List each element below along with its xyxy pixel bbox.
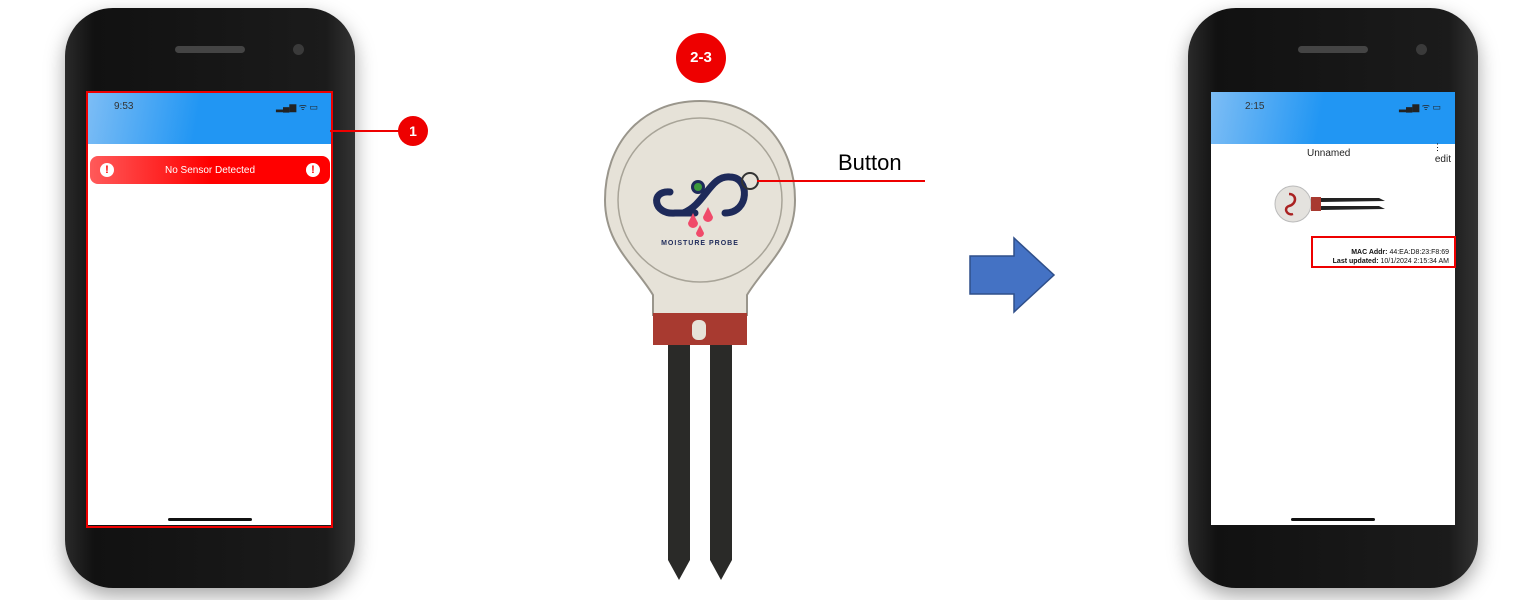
right-phone-screen: 2:15 ▂▄▆ ᯤ ▭ Unnamed ⋮ edit MAC Addr: 44… [1211, 92, 1455, 525]
updated-value: 10/1/2024 2:15:34 AM [1380, 258, 1450, 265]
home-indicator [168, 518, 252, 521]
button-label: Button [838, 150, 902, 175]
probe-logo-text: MOISTURE PROBE [661, 240, 739, 247]
no-sensor-alert: ! No Sensor Detected ! [90, 156, 330, 184]
right-arrow-icon [969, 236, 1056, 314]
status-icons: ▂▄▆ ᯤ ▭ [276, 102, 318, 112]
sensor-image [1274, 185, 1385, 223]
left-phone-screen: 9:53 ▂▄▆ ᯤ ▭ ! No Sensor Detected ! [88, 92, 332, 525]
speaker [175, 46, 245, 53]
status-bar: 9:53 ▂▄▆ ᯤ ▭ [88, 92, 332, 144]
status-bar: 2:15 ▂▄▆ ᯤ ▭ [1211, 92, 1455, 144]
device-name: Unnamed [1307, 148, 1351, 159]
left-phone: 9:53 ▂▄▆ ᯤ ▭ ! No Sensor Detected ! [65, 8, 355, 588]
right-phone: 2:15 ▂▄▆ ᯤ ▭ Unnamed ⋮ edit MAC Addr: 44… [1188, 8, 1478, 588]
speaker [1298, 46, 1368, 53]
callout-line [330, 130, 402, 132]
callout-badge-1: 1 [398, 116, 428, 146]
moisture-probe [603, 99, 797, 580]
edit-button[interactable]: edit [1434, 154, 1451, 165]
status-time: 9:53 [114, 101, 134, 112]
home-indicator [1291, 518, 1375, 521]
highlight-box-screen [86, 91, 333, 528]
camera [1416, 44, 1427, 55]
updated-label: Last updated: [1332, 258, 1379, 265]
alert-icon: ! [306, 163, 320, 177]
device-info: MAC Addr: 44:EA:D8:23:F8:69 Last updated… [1333, 248, 1449, 266]
alert-icon: ! [100, 163, 114, 177]
mac-value: 44:EA:D8:23:F8:69 [1389, 249, 1449, 256]
alert-text: No Sensor Detected [164, 164, 256, 176]
status-icons: ▂▄▆ ᯤ ▭ [1399, 102, 1441, 112]
camera [293, 44, 304, 55]
mac-label: MAC Addr: [1351, 249, 1388, 256]
menu-icon[interactable]: ⋮ [1433, 142, 1442, 152]
step-badge: 2-3 [676, 33, 726, 83]
highlight-box-device-info [1311, 236, 1456, 268]
status-time: 2:15 [1245, 101, 1265, 112]
button-pointer-line [757, 180, 925, 182]
